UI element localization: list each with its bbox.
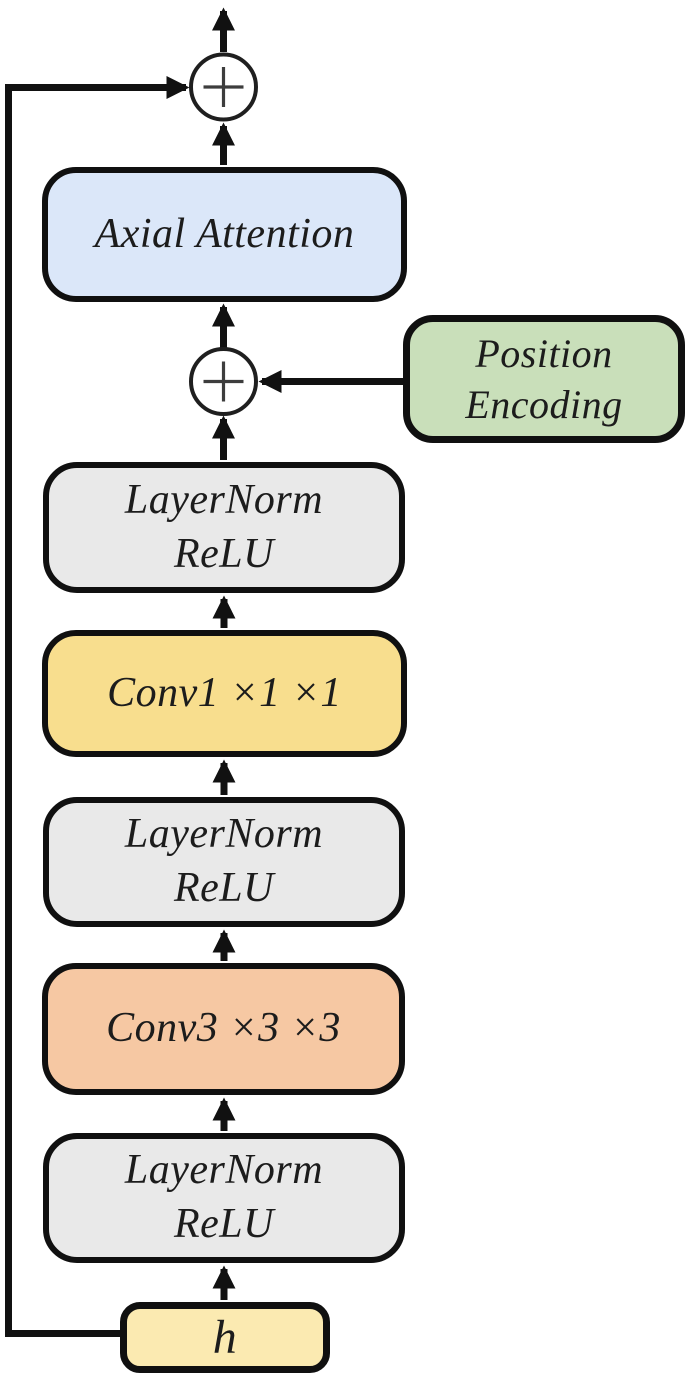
node-label: ReLU: [174, 865, 274, 911]
node-label: LayerNorm: [124, 811, 324, 858]
node-axial-attention: Axial Attention: [42, 167, 407, 302]
node-label: LayerNorm: [124, 476, 324, 523]
node-conv1x1x1: Conv1 ×1 ×1: [42, 630, 407, 757]
node-h-input: h: [120, 1302, 330, 1373]
node-label: h: [212, 1310, 238, 1364]
node-layernorm-relu-mid: LayerNorm ReLU: [43, 797, 405, 927]
node-label: Conv3 ×3 ×3: [106, 1005, 341, 1052]
node-layernorm-relu-top: LayerNorm ReLU: [43, 462, 405, 593]
add-node-output: [189, 52, 258, 122]
add-node-position: [189, 347, 258, 416]
node-layernorm-relu-bottom: LayerNorm ReLU: [43, 1133, 405, 1263]
node-label: Encoding: [465, 382, 623, 427]
node-label: Conv1 ×1 ×1: [107, 669, 342, 716]
node-label: Axial Attention: [94, 210, 355, 257]
node-label: ReLU: [174, 530, 274, 577]
edge-skip-connection: [5, 75, 190, 1337]
plus-icon: [203, 361, 244, 402]
plus-icon: [203, 67, 244, 107]
node-conv3x3x3: Conv3 ×3 ×3: [42, 963, 405, 1095]
node-label: Position: [475, 330, 613, 376]
node-position-encoding: Position Encoding: [403, 315, 685, 443]
node-label: ReLU: [174, 1201, 274, 1247]
node-label: LayerNorm: [124, 1147, 324, 1194]
